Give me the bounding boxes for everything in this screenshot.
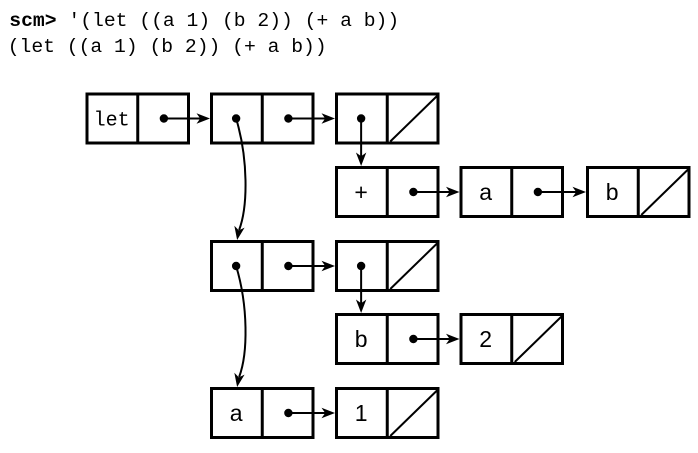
svg-text:1: 1 [355,400,368,426]
svg-text:scm> '(let ((a 1) (b 2)) (+ a: scm> '(let ((a 1) (b 2)) (+ a b)) [9,10,399,32]
svg-text:a: a [479,179,492,205]
svg-text:2: 2 [479,326,492,352]
svg-text:b: b [606,179,619,205]
svg-text:+: + [354,179,367,205]
svg-text:let: let [94,110,130,133]
svg-text:a: a [230,400,243,426]
svg-text:b: b [355,326,368,352]
svg-text:(let ((a 1) (b 2)) (+ a b)): (let ((a 1) (b 2)) (+ a b)) [8,36,327,58]
